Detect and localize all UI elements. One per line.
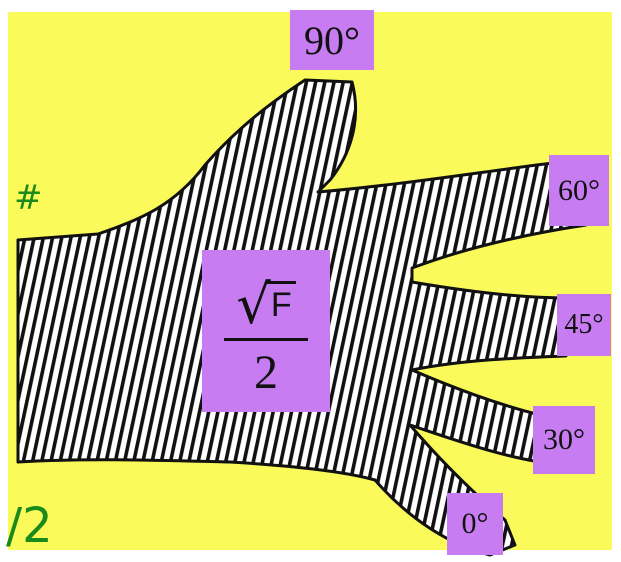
angle-label-index: 60° (549, 155, 609, 226)
side-text-lower: /2 (6, 498, 53, 554)
angle-text-thumb: 90° (304, 17, 360, 64)
formula-box: √F 2 (202, 250, 330, 412)
formula-denominator: 2 (254, 349, 278, 397)
angle-text-pinky: 0° (462, 507, 489, 541)
fraction-bar (224, 338, 308, 341)
formula-numerator: √F (236, 266, 295, 328)
radical-sign: √ (236, 278, 270, 332)
angle-label-middle: 45° (557, 294, 611, 356)
side-text-upper: # (14, 178, 43, 218)
angle-text-ring: 30° (543, 423, 585, 457)
angle-text-index: 60° (558, 174, 600, 208)
angle-label-pinky: 0° (447, 493, 503, 555)
angle-label-ring: 30° (533, 406, 595, 474)
angle-label-thumb: 90° (290, 10, 374, 70)
radicand: F (267, 281, 296, 324)
angle-text-middle: 45° (564, 309, 603, 341)
